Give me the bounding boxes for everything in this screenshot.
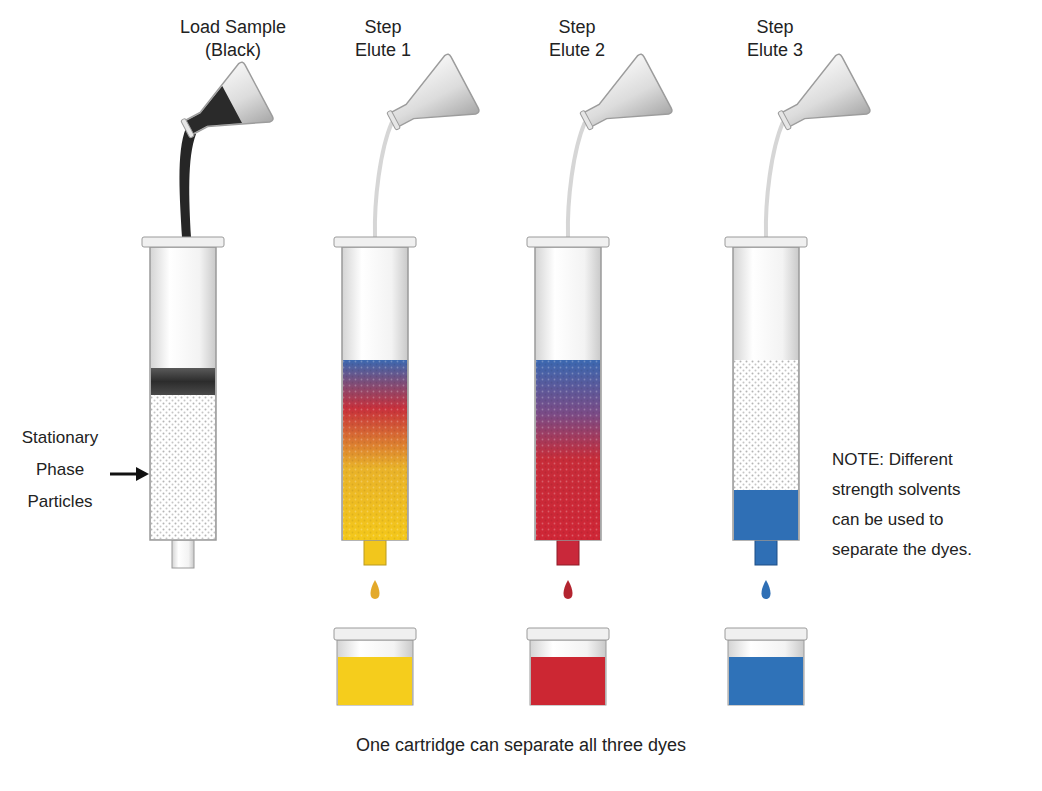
red-eluate: [531, 657, 605, 705]
vial-rim: [527, 628, 609, 640]
stationary-phase: [536, 360, 600, 540]
caption: One cartridge can separate all three dye…: [241, 733, 801, 757]
vial-rim: [334, 628, 416, 640]
spe-cartridge: [334, 237, 416, 565]
cartridge-rim: [527, 237, 609, 247]
arrow-head: [136, 467, 149, 481]
pointer-arrow: [110, 473, 138, 476]
cartridge-tip: [364, 540, 386, 565]
pouring-beaker: [170, 61, 274, 159]
beaker-lip: [181, 118, 195, 138]
stationary-phase: [343, 360, 407, 540]
cartridge-body: [535, 247, 601, 540]
cartridge-tip: [557, 540, 579, 565]
cartridge-rim: [334, 237, 416, 247]
beaker-glass: [378, 53, 480, 149]
blue-eluate: [729, 657, 803, 705]
pouring-beaker: [767, 53, 871, 151]
stationary-phase: [734, 360, 798, 490]
sample-stream: [180, 128, 197, 237]
spe-cartridge: [142, 237, 224, 568]
solvent-stream: [766, 122, 783, 237]
step-heading: Step Elute 3: [738, 16, 812, 62]
pouring-beaker: [569, 53, 673, 151]
solvent-stream: [375, 122, 392, 237]
beaker-lip: [387, 110, 401, 130]
beaker-lip: [778, 110, 792, 130]
part-label: Stationary Phase Particles: [14, 422, 106, 518]
beaker-glass: [571, 53, 673, 149]
spe-cartridge: [527, 237, 609, 565]
yellow-drop: [371, 580, 380, 599]
black-sample-band: [151, 368, 215, 395]
vial-rim: [725, 628, 807, 640]
vial-body: [728, 640, 804, 705]
spe-cartridge: [725, 237, 807, 565]
beaker-glass: [172, 61, 274, 157]
cartridge-tip: [172, 540, 194, 568]
black-sample: [179, 86, 242, 146]
red-drop: [564, 580, 573, 599]
stationary-phase: [151, 395, 215, 539]
step-heading: Step Elute 1: [346, 16, 420, 62]
blue-drop: [762, 580, 771, 599]
step-heading: Step Elute 2: [540, 16, 614, 62]
collection-vial: [725, 628, 807, 705]
vial-body: [530, 640, 606, 705]
collection-vial: [527, 628, 609, 705]
cartridge-body: [150, 247, 216, 540]
beaker-lip: [580, 110, 594, 130]
blue-dye-band: [734, 490, 798, 540]
vial-body: [337, 640, 413, 705]
dye-bands: [343, 360, 407, 540]
cartridge-rim: [725, 237, 807, 247]
step-heading: Load Sample (Black): [171, 16, 295, 62]
cartridge-rim: [142, 237, 224, 247]
beaker-glass: [769, 53, 871, 149]
collection-vial: [334, 628, 416, 705]
note-text: NOTE: Different strength solvents can be…: [832, 445, 992, 565]
yellow-eluate: [338, 657, 412, 705]
dye-bands: [536, 360, 600, 540]
cartridge-body: [342, 247, 408, 540]
cartridge-body: [733, 247, 799, 540]
cartridge-tip: [755, 540, 777, 565]
pouring-beaker: [376, 53, 480, 151]
solvent-stream: [568, 122, 585, 237]
